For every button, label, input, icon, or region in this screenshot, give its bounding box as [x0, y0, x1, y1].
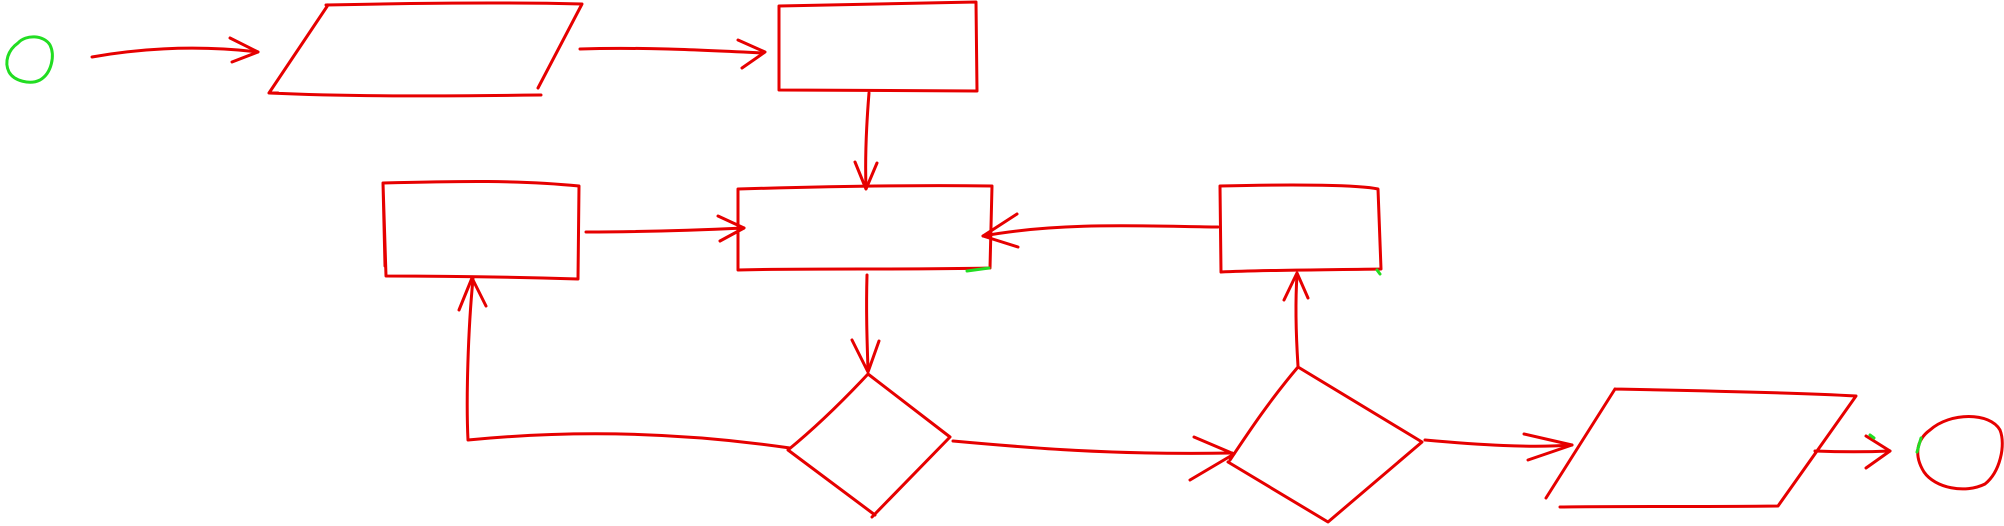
- process-right-box: [1218, 183, 1383, 274]
- arrow-decision-2-to-right: [1282, 271, 1310, 368]
- arrow-decision-1-to-decision-2: [951, 435, 1236, 482]
- arrow-decision-2-to-output: [1423, 432, 1574, 462]
- arrow-decision-1-to-left: [457, 276, 792, 450]
- arrow-start-to-input: [90, 36, 260, 64]
- arrow-process-1-to-center: [853, 91, 879, 191]
- process-right-mark: [1375, 268, 1382, 276]
- process-center-mark: [965, 266, 991, 273]
- process-left-box: [381, 179, 581, 281]
- decision-2-diamond: [1226, 365, 1424, 524]
- arrow-left-to-center: [584, 214, 746, 243]
- decision-1-diamond: [786, 372, 952, 519]
- end-terminal-mark: [1915, 436, 1923, 454]
- process-1-box: [777, 0, 979, 93]
- process-center-box: [736, 184, 994, 272]
- arrow-center-to-decision-1: [850, 273, 881, 374]
- output-parallelogram: [1544, 387, 1858, 509]
- end-terminal: [1916, 415, 2004, 491]
- arrow-right-to-center: [981, 212, 1220, 249]
- end-marker: [1868, 433, 1876, 440]
- input-parallelogram: [267, 1, 584, 98]
- arrow-input-to-process-1: [578, 38, 767, 70]
- start-terminal: [5, 35, 54, 84]
- arrow-output-to-end: [1813, 434, 1892, 470]
